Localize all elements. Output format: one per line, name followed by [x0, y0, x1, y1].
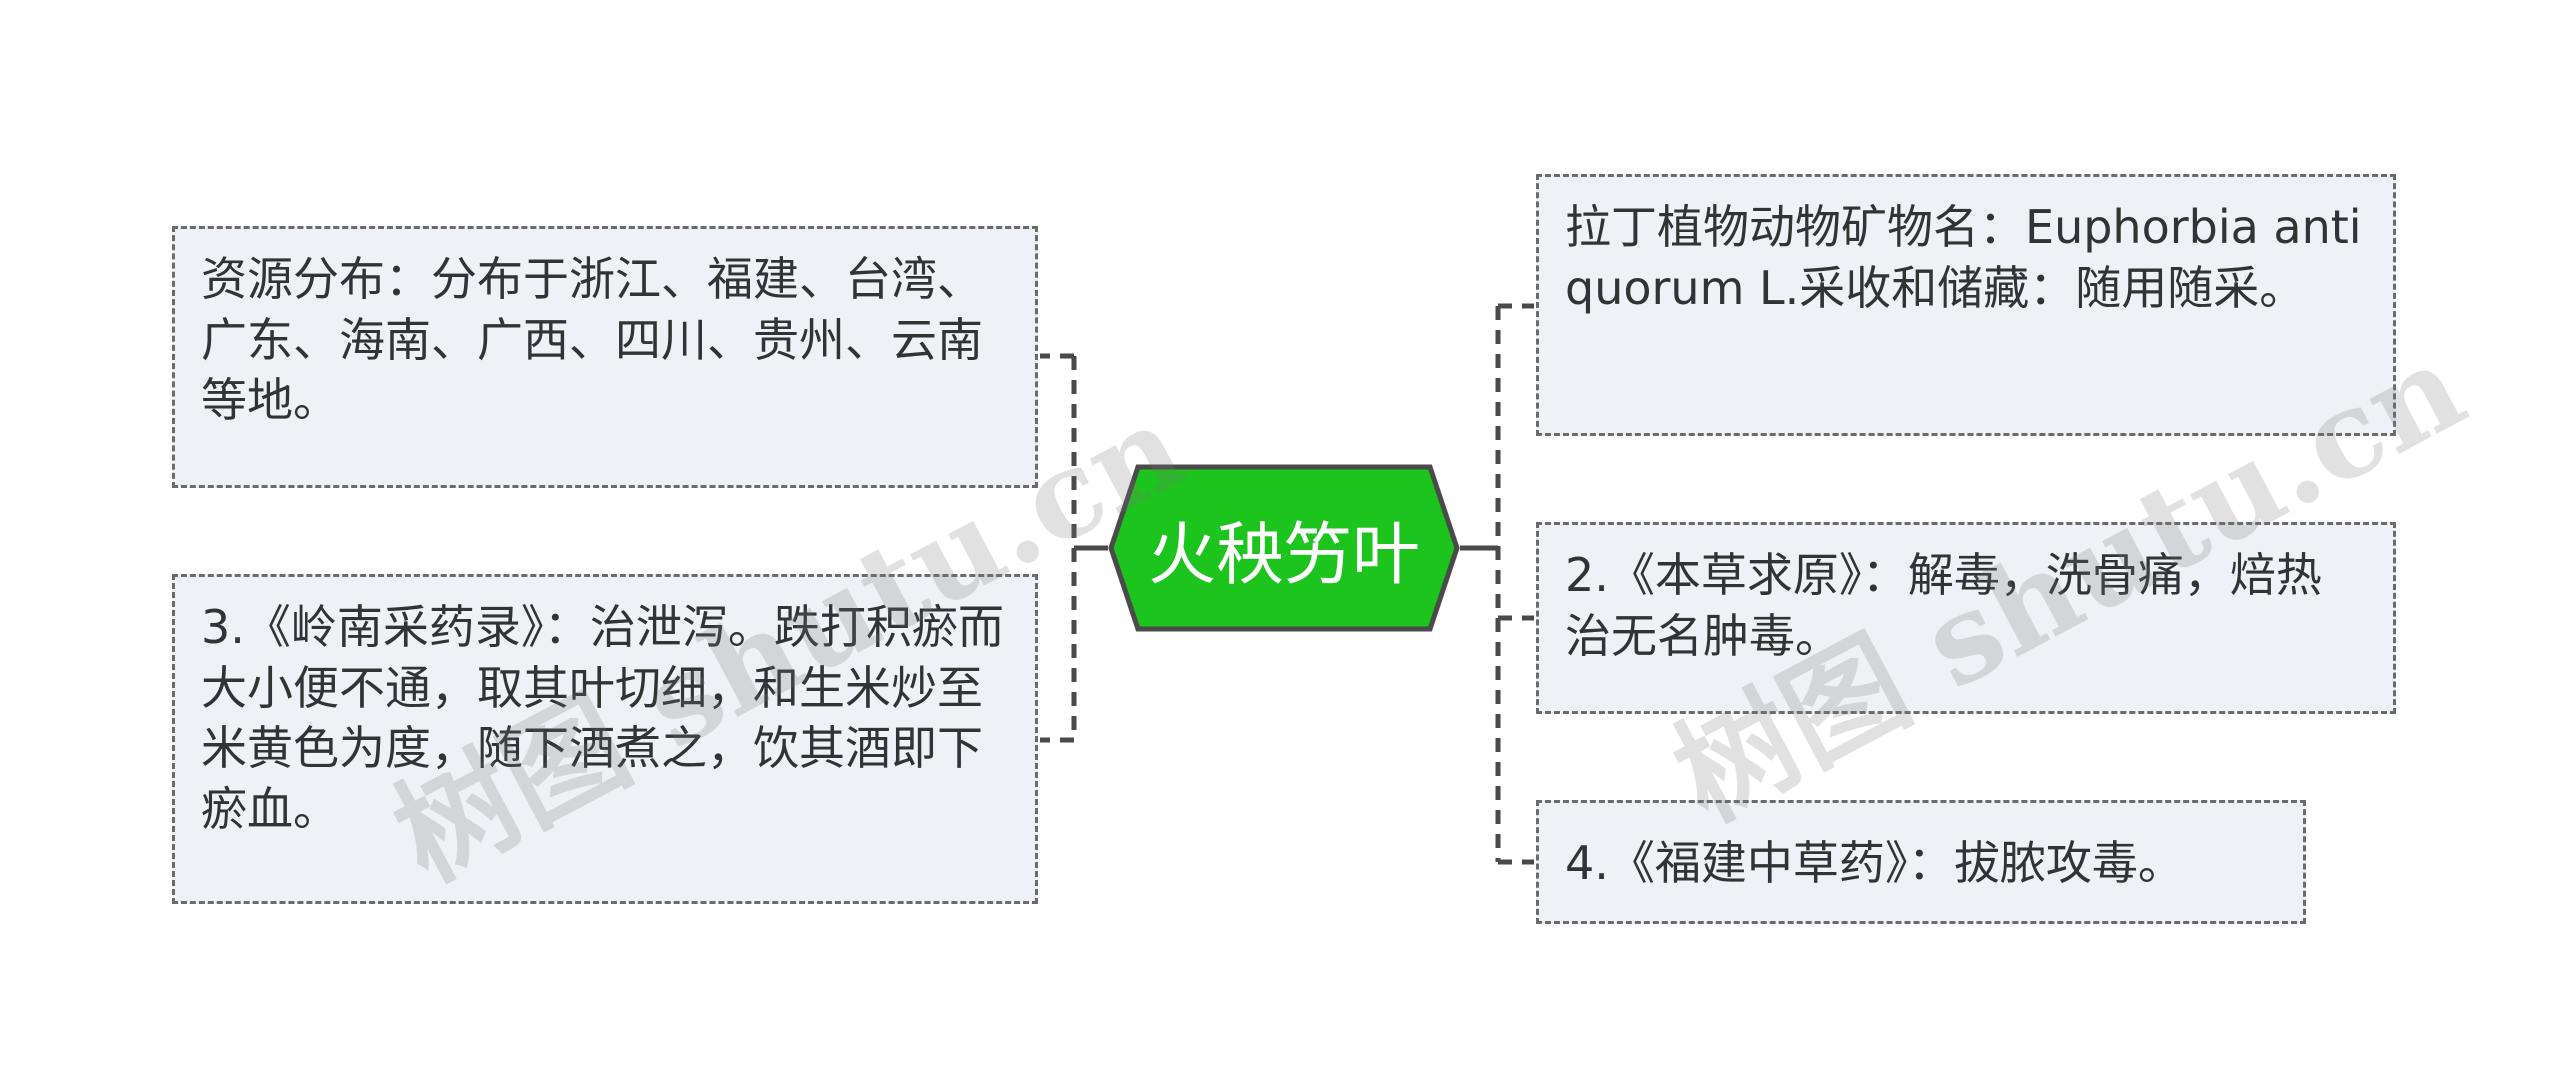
node-fujian-zhongcaoyao[interactable]: 4.《福建中草药》：拔脓攻毒。 — [1536, 800, 2306, 924]
node-text: 2.《本草求原》：解毒，洗骨痛，焙热治无名肿毒。 — [1565, 548, 2322, 663]
node-resource-distribution[interactable]: 资源分布：分布于浙江、福建、台湾、广东、海南、广西、四川、贵州、云南等地。 — [172, 226, 1038, 488]
central-topic[interactable]: 火秧竻叶 — [1108, 464, 1460, 632]
central-topic-hexagon — [1108, 464, 1460, 632]
node-lingnan-caiyaolu[interactable]: 3.《岭南采药录》：治泄泻。跌打积瘀而大小便不通，取其叶切细，和生米炒至米黄色为… — [172, 574, 1038, 904]
node-text: 拉丁植物动物矿物名：Euphorbia antiquorum L.采收和储藏：随… — [1565, 200, 2362, 315]
node-latin-name-harvest[interactable]: 拉丁植物动物矿物名：Euphorbia antiquorum L.采收和储藏：随… — [1536, 174, 2396, 436]
node-text: 4.《福建中草药》：拔脓攻毒。 — [1565, 836, 2184, 890]
central-topic-label: 火秧竻叶 — [1147, 515, 1420, 595]
node-text: 资源分布：分布于浙江、福建、台湾、广东、海南、广西、四川、贵州、云南等地。 — [201, 252, 983, 428]
node-text: 3.《岭南采药录》：治泄泻。跌打积瘀而大小便不通，取其叶切细，和生米炒至米黄色为… — [201, 600, 1004, 837]
node-bencao-qiuyuan[interactable]: 2.《本草求原》：解毒，洗骨痛，焙热治无名肿毒。 — [1536, 522, 2396, 714]
